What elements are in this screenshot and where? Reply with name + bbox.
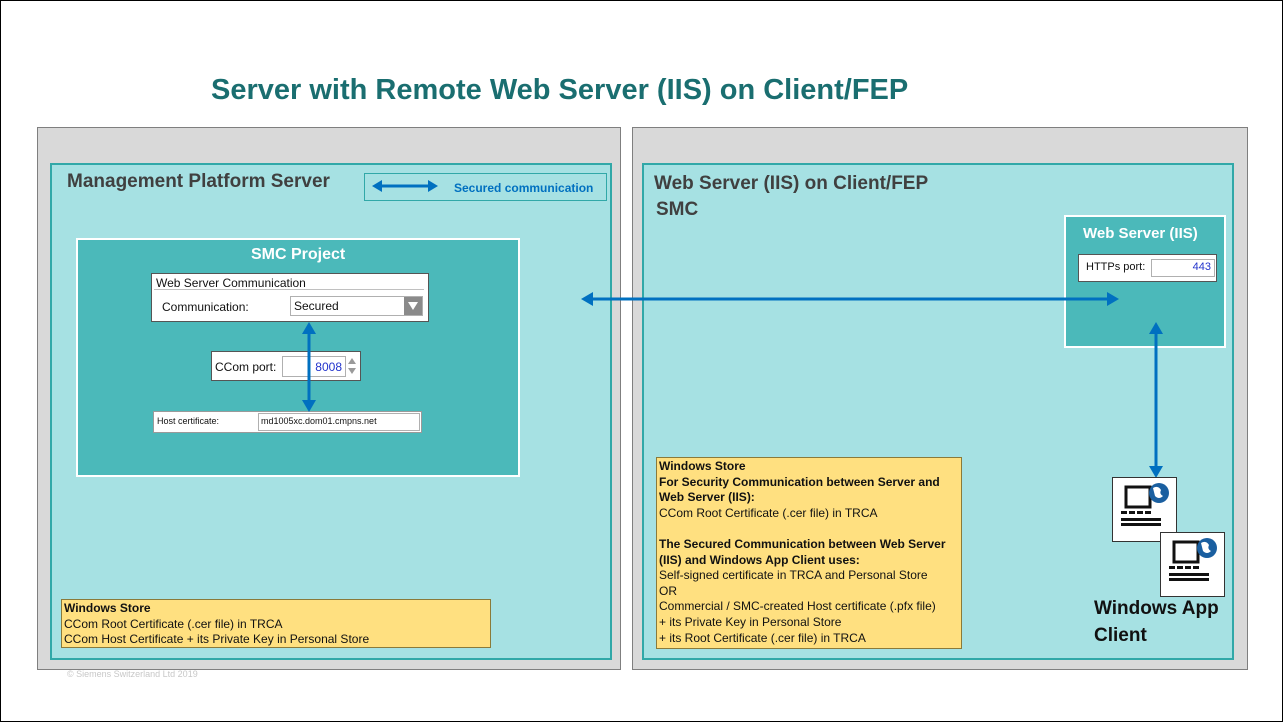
communication-label: Communication:: [162, 300, 249, 314]
ccom-port-label: CCom port:: [215, 360, 277, 374]
web-server-communication-group: Web Server Communication Communication: …: [151, 273, 429, 322]
https-port-label: HTTPs port:: [1086, 261, 1146, 273]
iis-title: Web Server (IIS): [1083, 225, 1198, 242]
https-port-value: 443: [1192, 261, 1211, 273]
host-certificate-value: md1005xc.dom01.cmpns.net: [261, 416, 377, 426]
dropdown-arrow-icon[interactable]: [404, 297, 422, 315]
host-certificate-input[interactable]: md1005xc.dom01.cmpns.net: [258, 413, 420, 431]
right-note-line: Commercial / SMC-created Host certificat…: [659, 599, 936, 614]
iis-to-client-arrow: [1147, 322, 1165, 483]
client-label-line: Windows App: [1094, 598, 1219, 619]
management-platform-heading: Management Platform Server: [67, 171, 330, 192]
right-note-spacer: [659, 521, 959, 537]
slide-title: Server with Remote Web Server (IIS) on C…: [211, 74, 909, 106]
left-note-line: CCom Host Certificate + its Private Key …: [64, 632, 370, 647]
ccom-port-group: CCom port: 8008: [211, 351, 361, 381]
right-windows-store-note: Windows Store For Security Communication…: [656, 457, 962, 649]
left-note-line: CCom Root Certificate (.cer file) in TRC…: [64, 616, 283, 631]
spinner-icon[interactable]: [346, 356, 358, 379]
right-note-line: + its Root Certificate (.cer file) in TR…: [659, 630, 866, 645]
right-note-heading: Windows Store: [659, 459, 746, 473]
legend-arrow-icon: [372, 178, 438, 199]
windows-app-client-label: Windows App Client: [1094, 595, 1219, 649]
client-label-line: Client: [1094, 625, 1147, 646]
https-port-group: HTTPs port: 443: [1078, 254, 1217, 282]
right-note-bold: Web Server (IIS):: [659, 490, 755, 505]
group-divider: [154, 289, 424, 290]
legend-box: [364, 173, 607, 201]
host-certificate-label: Host certificate:: [157, 416, 220, 426]
right-note-line: CCom Root Certificate (.cer file) in TRC…: [659, 505, 878, 520]
https-port-input[interactable]: 443: [1151, 259, 1215, 277]
computer-globe-icon: [1112, 477, 1177, 542]
right-note-bold: For Security Communication between Serve…: [659, 474, 940, 489]
communication-select-value: Secured: [294, 299, 339, 313]
white-patch: [1004, 38, 1274, 128]
ccom-port-value: 8008: [315, 360, 342, 374]
web-server-panel-heading: Web Server (IIS) on Client/FEP: [654, 173, 929, 194]
right-note-line: Self-signed certificate in TRCA and Pers…: [659, 568, 928, 583]
right-note-line: OR: [659, 583, 677, 598]
ccom-port-input[interactable]: 8008: [282, 356, 346, 377]
smc-heading: SMC: [656, 199, 699, 220]
web-server-communication-label: Web Server Communication: [156, 276, 306, 290]
right-note-bold: The Secured Communication between Web Se…: [659, 536, 946, 551]
server-to-iis-arrow: [581, 290, 1121, 313]
footer-copyright: © Siemens Switzerland Ltd 2019: [67, 669, 198, 677]
right-note-line: + its Private Key in Personal Store: [659, 614, 842, 629]
smc-project-title: SMC Project: [251, 246, 346, 263]
host-certificate-group: Host certificate: md1005xc.dom01.cmpns.n…: [153, 411, 422, 433]
computer-globe-icon: [1160, 532, 1225, 597]
legend-label: Secured communication: [454, 181, 594, 195]
right-note-bold: (IIS) and Windows App Client uses:: [659, 552, 860, 567]
left-windows-store-note: Windows Store CCom Root Certificate (.ce…: [61, 599, 491, 648]
communication-select[interactable]: Secured: [290, 296, 423, 316]
project-vertical-arrow: [300, 322, 318, 417]
left-note-heading: Windows Store: [64, 601, 151, 615]
